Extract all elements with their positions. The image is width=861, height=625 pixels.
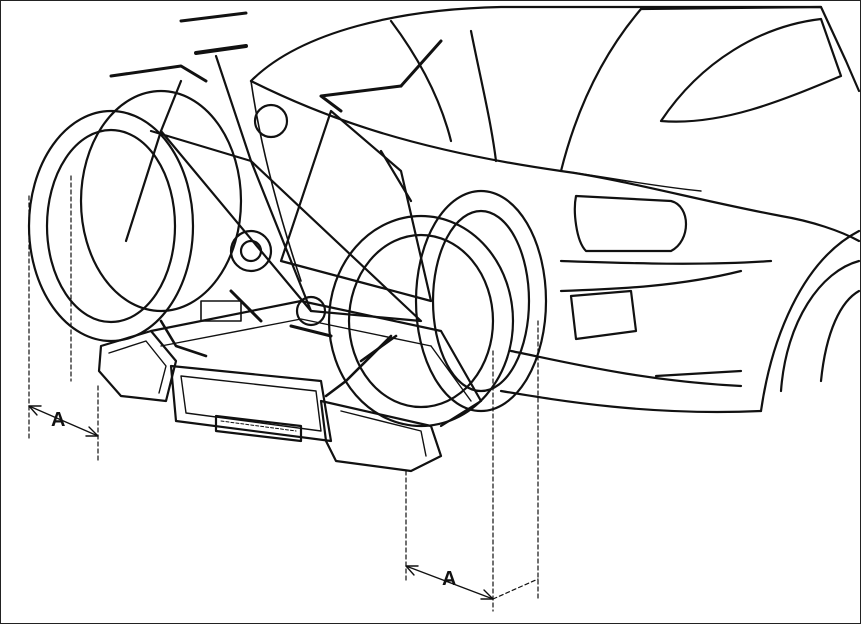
dimension-left — [28, 175, 99, 462]
rear-bike-rear-wheel — [414, 189, 548, 413]
dimension-label-right: A — [442, 568, 457, 590]
dimension-right-arrow — [405, 565, 494, 600]
front-bike-rear-wheel — [327, 214, 515, 428]
front-bike-front-wheel — [27, 109, 195, 343]
dimension-left-arrow — [28, 405, 99, 437]
front-bike — [27, 11, 515, 428]
car-body — [249, 5, 861, 414]
dimension-right — [405, 320, 539, 612]
rear-bike-front-wheel — [79, 89, 243, 313]
dimension-label-left: A — [51, 409, 66, 431]
wheel-holders — [159, 300, 398, 398]
rear-bike — [79, 39, 548, 413]
